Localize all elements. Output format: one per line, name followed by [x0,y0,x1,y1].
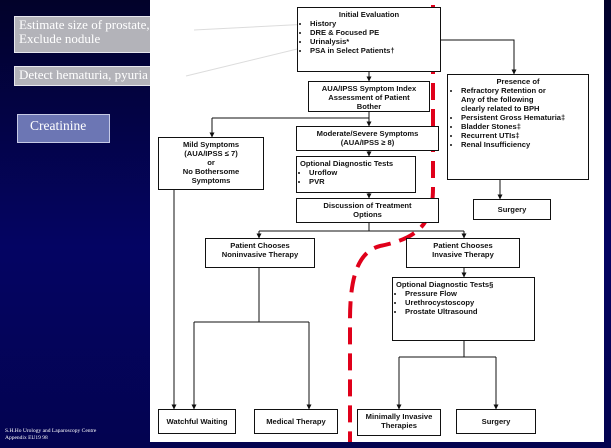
invasive-line2: Invasive Therapy [432,250,494,259]
surgery-top-label: Surgery [497,205,527,214]
moderate-line2: (AUA/IPSS ≥ 8) [340,138,395,147]
minimally-invasive-box: Minimally Invasive Therapies [357,409,441,436]
symptom-index-line1: AUA/IPSS Symptom Index [321,84,417,93]
surgery-bottom-box: Surgery [456,409,536,434]
flowchart-connectors [171,5,517,442]
optional-tests-2-list: Pressure Flow Urethrocystoscopy Prostate… [396,289,531,316]
presence-line1: Presence of [496,77,540,86]
discussion-box: Discussion of Treatment Options [296,198,439,223]
surgery-bottom-label: Surgery [481,417,511,426]
watchful-waiting-box: Watchful Waiting [158,409,236,434]
presence-criteria-list: Refractory Retention or [451,86,585,95]
presence-line2: Refractory Retention or [461,86,546,95]
mild-line4: No Bothersome [182,167,240,176]
annotation-prostate-line2: Exclude nodule [19,31,101,46]
annotation-hematuria-text: Detect hematuria, pyuria [19,67,148,82]
optional-tests-2-title: Optional Diagnostic Tests§ [396,280,494,289]
list-item: Bladder Stones‡ [461,122,585,131]
symptom-index-line2: Assessment of Patient [328,93,410,102]
medical-therapy-label: Medical Therapy [266,417,326,426]
list-item: PVR [309,177,412,186]
watchful-waiting-label: Watchful Waiting [166,417,228,426]
credit-text: S.H.Ho Urology and Laparoscopy Centre Ap… [5,428,96,441]
annotation-creatinine: Creatinine [17,114,110,143]
mild-line3: or [207,158,215,167]
list-item: Renal Insufficiency [461,140,585,149]
moderate-symptoms-box: Moderate/Severe Symptoms (AUA/IPSS ≥ 8) [296,126,439,151]
annotation-creatinine-text: Creatinine [30,118,87,133]
mild-line2: (AUA/IPSS ≤ 7) [184,149,238,158]
list-item: Urethrocystoscopy [405,298,531,307]
list-item: Prostate Ultrasound [405,307,531,316]
flowchart-panel: Initial Evaluation History DRE & Focused… [150,0,604,442]
moderate-line1: Moderate/Severe Symptoms [316,129,419,138]
presence-items-list: Persistent Gross Hematuria‡ Bladder Ston… [451,113,585,149]
invasive-box: Patient Chooses Invasive Therapy [406,238,520,268]
symptom-index-box: AUA/IPSS Symptom Index Assessment of Pat… [308,81,430,112]
presence-box: Presence of Refractory Retention or Any … [447,74,589,180]
minimally-invasive-line2: Therapies [381,421,417,430]
noninvasive-line2: Noninvasive Therapy [221,250,299,259]
surgery-top-box: Surgery [473,199,551,220]
noninvasive-line1: Patient Chooses [230,241,290,250]
annotation-hematuria: Detect hematuria, pyuria [14,66,186,86]
presence-line3: Any of the following [461,95,534,104]
credit-line1: S.H.Ho Urology and Laparoscopy Centre [5,428,97,434]
list-item: DRE & Focused PE [310,28,437,37]
list-item: Uroflow [309,168,412,177]
mild-line1: Mild Symptoms [182,140,240,149]
list-item: Urinalysis* [310,37,437,46]
noninvasive-box: Patient Chooses Noninvasive Therapy [205,238,315,268]
discussion-line1: Discussion of Treatment [323,201,412,210]
discussion-line2: Options [353,210,382,219]
symptom-index-line3: Bother [356,102,382,111]
annotation-prostate-line1: Estimate size of prostate, [19,17,150,32]
connector [441,39,517,75]
annotation-pointer [193,23,311,31]
presence-line4: clearly related to BPH [461,104,540,113]
list-item: Persistent Gross Hematuria‡ [461,113,585,122]
optional-tests-2-box: Optional Diagnostic Tests§ Pressure Flow… [392,277,535,341]
red-dashed-divider [348,5,435,442]
minimally-invasive-line1: Minimally Invasive [365,412,433,421]
initial-evaluation-box: Initial Evaluation History DRE & Focused… [297,7,441,72]
list-item: Refractory Retention or [461,86,585,95]
optional-tests-box: Optional Diagnostic Tests Uroflow PVR [296,156,416,193]
optional-tests-title: Optional Diagnostic Tests [300,159,394,168]
invasive-line1: Patient Chooses [433,241,493,250]
mild-symptoms-box: Mild Symptoms (AUA/IPSS ≤ 7) or No Bothe… [158,137,264,190]
credit-line2: Appendix EU19 98 [5,434,48,441]
mild-line5: Symptoms [191,176,231,185]
list-item: Pressure Flow [405,289,531,298]
initial-evaluation-title: Initial Evaluation [338,10,400,19]
list-item: History [310,19,437,28]
list-item: PSA in Select Patients† [310,46,437,55]
list-item: Recurrent UTIs‡ [461,131,585,140]
optional-tests-list: Uroflow PVR [300,168,412,186]
medical-therapy-box: Medical Therapy [254,409,338,434]
initial-evaluation-list: History DRE & Focused PE Urinalysis* PSA… [301,19,437,55]
